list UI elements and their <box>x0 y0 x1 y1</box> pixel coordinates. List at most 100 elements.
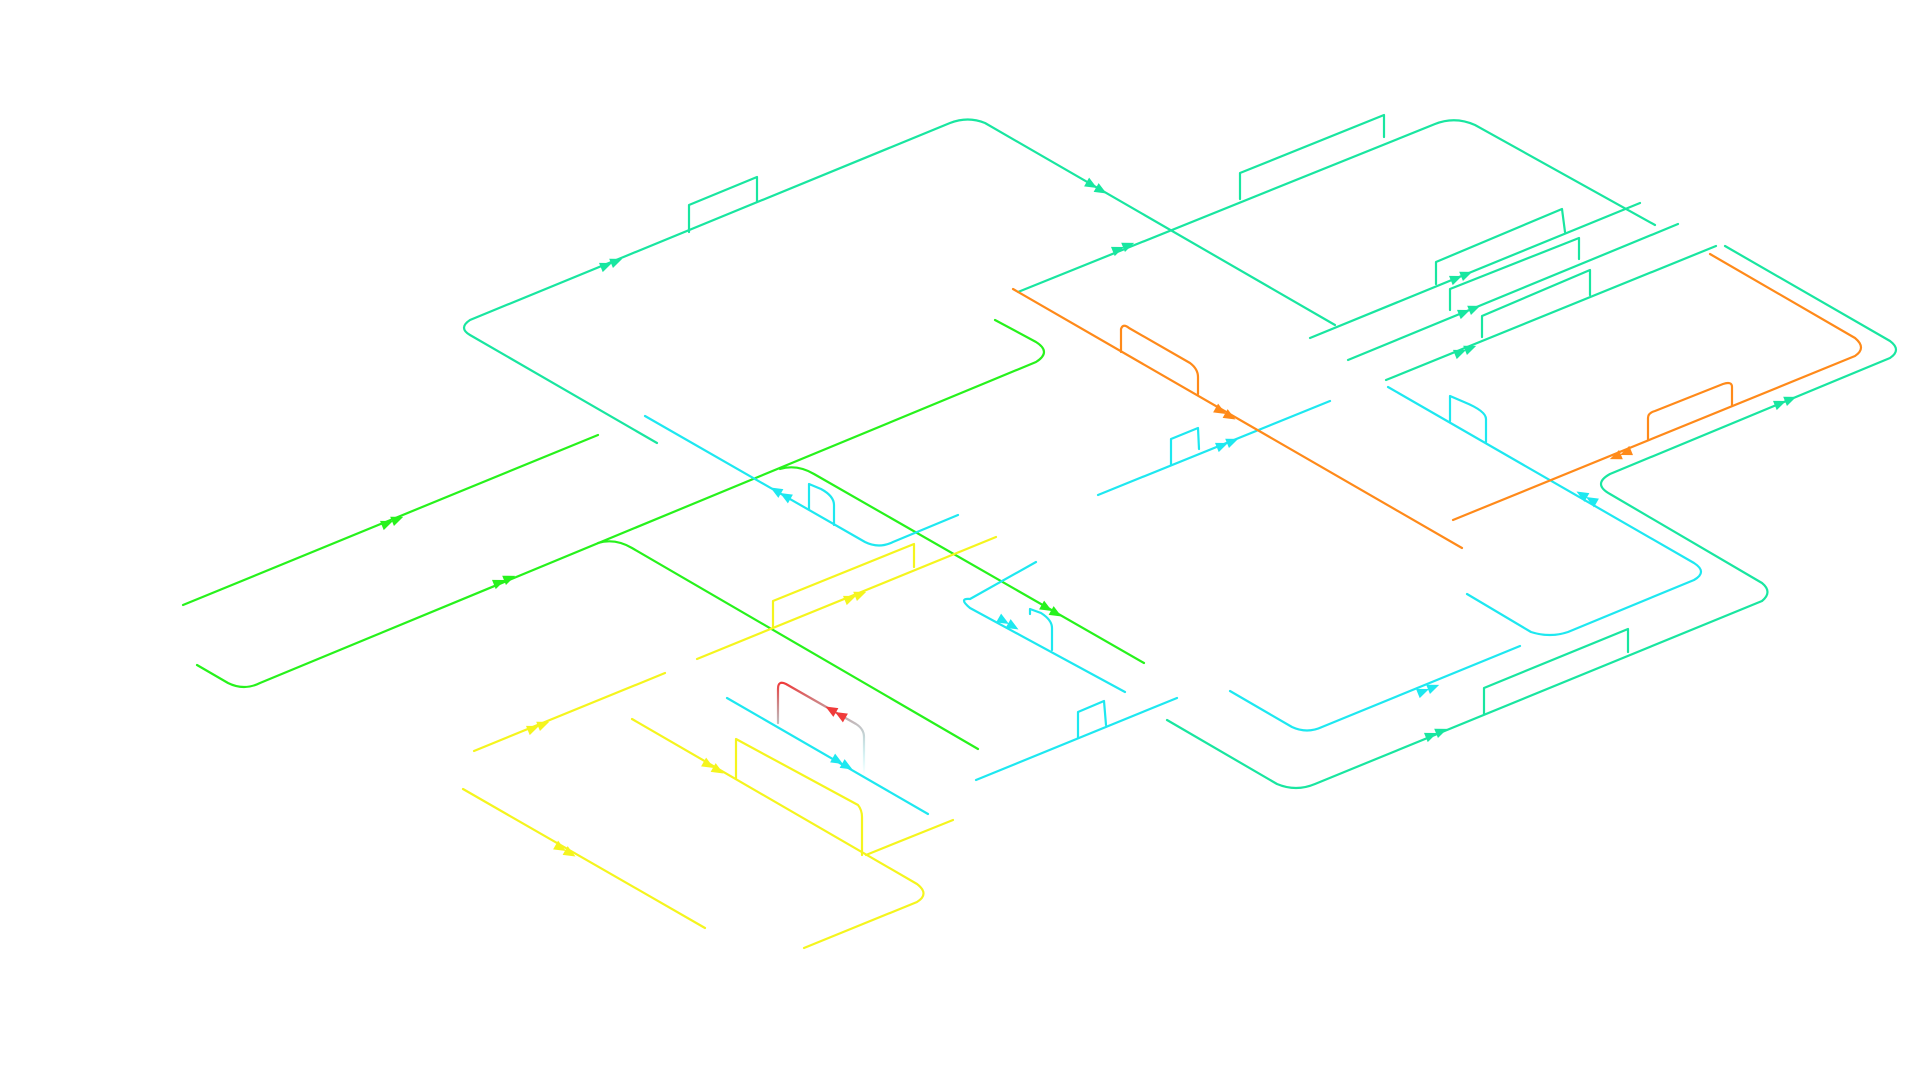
cyan-right-loop <box>1386 385 1703 637</box>
double-triangle-arrow-icon <box>1457 305 1481 320</box>
line-group-cyan <box>643 385 1703 816</box>
arrow-head <box>390 516 404 527</box>
arrow-head <box>1449 275 1462 286</box>
double-triangle-arrow-icon <box>830 753 853 770</box>
double-triangle-arrow-icon <box>380 516 404 531</box>
arrow-head <box>1434 728 1448 739</box>
arrow-head <box>1457 309 1470 320</box>
teal-bump-5 <box>1480 268 1592 339</box>
green-mid-branch <box>778 466 1146 665</box>
double-triangle-arrow-icon <box>1424 728 1448 743</box>
line-group-teal <box>462 113 1898 790</box>
line-group-green <box>181 318 1146 751</box>
cyan-bump-3 <box>1076 699 1108 740</box>
cyan-mid-track <box>962 560 1127 694</box>
teal-bump-6 <box>1482 627 1630 716</box>
arrow-head <box>1576 491 1590 502</box>
arrow-head <box>1586 497 1599 508</box>
double-triangle-arrow-icon <box>996 613 1019 630</box>
cyan-bump-4 <box>1169 426 1201 467</box>
double-triangle-arrow-icon <box>1213 403 1236 420</box>
arrow-head <box>536 721 550 732</box>
arrow-head <box>1005 619 1019 630</box>
cyan-upper-center <box>1096 399 1332 497</box>
cyan-lower-mid <box>725 696 930 816</box>
double-triangle-arrow-icon <box>701 757 724 774</box>
double-triangle-arrow-icon <box>553 840 576 857</box>
arrow-markers <box>380 177 1797 857</box>
teal-right-loop <box>1165 244 1898 790</box>
yellow-lower-diag <box>461 787 707 930</box>
double-triangle-arrow-icon <box>1449 271 1473 286</box>
arrow-head <box>1222 409 1236 420</box>
arrow-head <box>1093 183 1107 194</box>
teal-diag-3 <box>1384 244 1718 382</box>
cyan-bump-1 <box>807 482 836 527</box>
teal-bump-4 <box>1448 236 1581 312</box>
arrow-head <box>1424 732 1437 743</box>
arrow-head <box>710 763 724 774</box>
arrow-head <box>770 487 784 498</box>
arrow-head <box>701 757 714 768</box>
green-long-loop <box>195 318 1046 689</box>
arrow-head <box>1467 305 1481 316</box>
line-group-orange <box>1011 252 1863 550</box>
arrow-head <box>1121 242 1135 253</box>
cyan-lower-right <box>974 696 1179 782</box>
teal-bump-2 <box>1238 113 1386 201</box>
yellow-left-diag <box>472 671 667 753</box>
arrow-head <box>1620 445 1633 456</box>
orange-bump-2 <box>1646 381 1734 442</box>
red-crossover <box>776 681 866 777</box>
arrow-head <box>1111 246 1124 257</box>
arrow-head <box>1084 177 1097 188</box>
double-triangle-arrow-icon <box>1111 242 1135 257</box>
double-triangle-arrow-icon <box>1039 600 1062 617</box>
arrow-head <box>1215 442 1228 453</box>
double-triangle-arrow-icon <box>1215 438 1239 453</box>
green-lower-branch <box>596 540 980 751</box>
double-triangle-arrow-icon <box>825 706 848 723</box>
double-triangle-arrow-icon <box>492 575 516 590</box>
orange-bump-1 <box>1119 324 1200 396</box>
arrow-head <box>780 493 793 504</box>
double-triangle-arrow-icon <box>770 487 793 504</box>
line-group-red <box>776 681 866 777</box>
teal-bump-1 <box>687 175 759 234</box>
double-triangle-arrow-icon <box>1773 396 1797 411</box>
arrow-head <box>609 258 623 269</box>
arrow-head <box>835 712 848 723</box>
arrow-head <box>502 575 516 586</box>
orange-long-diag <box>1011 287 1464 550</box>
double-triangle-arrow-icon <box>843 591 867 606</box>
arrow-head <box>830 753 843 764</box>
arrow-head <box>1213 403 1226 414</box>
double-triangle-arrow-icon <box>1084 177 1107 194</box>
double-triangle-arrow-icon <box>1609 445 1633 460</box>
teal-upper-track <box>1016 119 1657 294</box>
arrow-head <box>996 613 1009 624</box>
orange-right-loop <box>1451 252 1863 522</box>
arrow-head <box>553 840 566 851</box>
green-diag-left <box>181 433 600 607</box>
arrow-head <box>1225 438 1239 449</box>
double-triangle-arrow-icon <box>1576 491 1599 508</box>
arrow-head <box>839 759 853 770</box>
arrow-head <box>1463 345 1477 356</box>
cyan-bump-5 <box>1448 394 1488 444</box>
teal-diag-2 <box>1346 222 1680 362</box>
arrow-head <box>380 520 393 531</box>
cyan-upper-left <box>643 414 960 547</box>
double-triangle-arrow-icon <box>599 258 623 273</box>
arrow-head <box>526 725 539 736</box>
arrow-head <box>853 591 867 602</box>
double-triangle-arrow-icon <box>1453 345 1477 360</box>
double-triangle-arrow-icon <box>526 721 550 736</box>
yellow-right-stub <box>864 818 955 857</box>
arrow-head <box>1426 684 1440 695</box>
arrow-head <box>825 706 839 717</box>
arrow-head <box>1453 349 1466 360</box>
arrow-head <box>492 579 505 590</box>
yellow-mid-loop <box>630 717 925 950</box>
